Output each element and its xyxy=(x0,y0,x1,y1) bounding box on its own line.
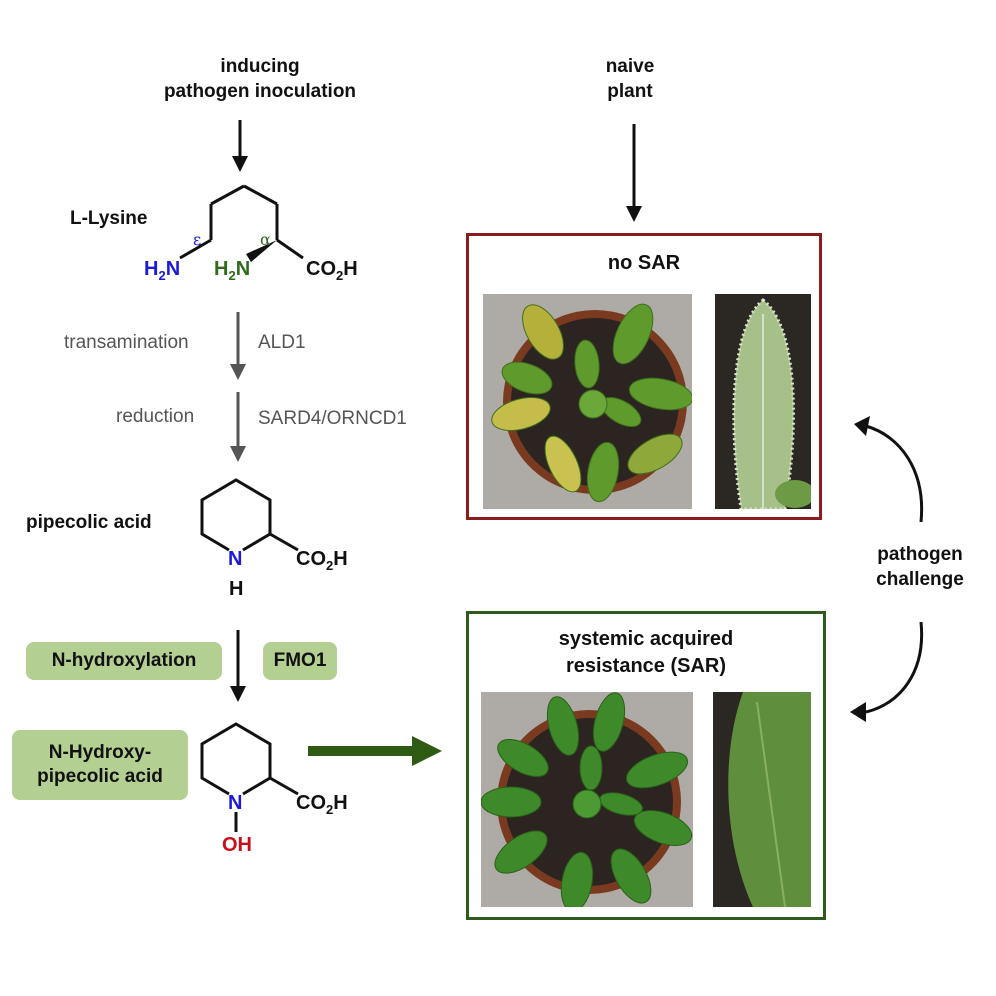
no-sar-leaf-photo xyxy=(715,294,811,509)
pipecolic-sub: 2 xyxy=(326,558,334,573)
down-arrow-icon xyxy=(232,120,248,172)
leaf-drawing xyxy=(715,294,811,509)
lysine-carboxyl-sub: 2 xyxy=(336,268,344,283)
pipecolic-n: N xyxy=(228,548,243,570)
header-inducing-line1: inducing xyxy=(220,56,300,77)
amine-alpha-sub: 2 xyxy=(228,268,236,283)
pipecolic-ring xyxy=(200,478,299,552)
sar-title-line2: resistance (SAR) xyxy=(565,655,727,677)
challenge-line2: challenge xyxy=(876,569,964,590)
amine-epsilon-n: N xyxy=(165,258,181,280)
sard4-label: SARD4/ORNCD1 xyxy=(258,408,407,429)
down-arrow-icon xyxy=(626,124,642,222)
alpha-label: α xyxy=(260,230,271,249)
header-naive: naive plant xyxy=(570,54,690,104)
amine-alpha-h: H xyxy=(214,258,229,280)
challenge-line1: pathogen xyxy=(877,544,963,565)
pipecolic-co: CO xyxy=(296,548,326,570)
header-inducing: inducing pathogen inoculation xyxy=(130,54,390,104)
lysine-carboxyl: CO2H xyxy=(306,258,358,283)
epsilon-label: ε xyxy=(193,230,202,249)
nhp-n: N xyxy=(228,792,243,814)
sar-leaf-photo xyxy=(713,692,811,907)
sar-title-line1: systemic acquired xyxy=(558,628,734,650)
sar-rosette-photo xyxy=(481,692,693,907)
sar-panel: systemic acquired resistance (SAR) xyxy=(466,611,826,920)
amine-epsilon-sub: 2 xyxy=(158,268,166,283)
no-sar-panel: no SAR xyxy=(466,233,822,520)
amine-epsilon: H2N xyxy=(144,258,180,283)
down-arrow-icon xyxy=(230,312,246,380)
lysine-name: L-Lysine xyxy=(70,208,148,229)
down-arrow-icon xyxy=(230,630,246,702)
nhp-pill: N-Hydroxy- pipecolic acid xyxy=(12,730,188,800)
pipecolic-name: pipecolic acid xyxy=(26,512,152,533)
rosette-drawing xyxy=(483,294,692,509)
lysine-carboxyl-h: H xyxy=(343,258,358,280)
fmo1-pill: FMO1 xyxy=(263,642,337,680)
down-arrow-icon xyxy=(230,392,246,462)
no-sar-title: no SAR xyxy=(607,252,681,274)
nhp-line1: N-Hydroxy- xyxy=(48,742,152,763)
nhp-sub: 2 xyxy=(326,802,334,817)
ald1-label: ALD1 xyxy=(258,332,306,353)
transamination-label: transamination xyxy=(64,332,189,353)
pipecolic-carboxyl: CO2H xyxy=(296,548,348,573)
lysine-structure xyxy=(179,184,304,260)
nhp-carboxyl: CO2H xyxy=(296,792,348,817)
lysine-carboxyl-main: CO xyxy=(306,258,336,280)
nhp-oh: OH xyxy=(222,834,252,856)
amine-alpha: H2N xyxy=(214,258,250,283)
curved-arrow-icon xyxy=(850,621,924,722)
nhp-ch: H xyxy=(333,792,348,814)
no-sar-rosette-photo xyxy=(483,294,692,509)
pathogen-challenge-label: pathogen challenge xyxy=(858,542,982,592)
reduction-label: reduction xyxy=(116,406,195,427)
right-arrow-icon xyxy=(308,736,442,766)
sar-title: systemic acquired resistance (SAR) xyxy=(469,626,823,680)
header-naive-line2: plant xyxy=(607,81,653,102)
nhp-ring xyxy=(200,722,299,832)
n-hydroxylation-pill: N-hydroxylation xyxy=(26,642,222,680)
curved-arrow-icon xyxy=(854,416,924,523)
header-inducing-line2: pathogen inoculation xyxy=(163,81,357,102)
nhp-co: CO xyxy=(296,792,326,814)
pipecolic-h: H xyxy=(229,578,244,600)
leaf-drawing xyxy=(713,692,811,907)
rosette-drawing xyxy=(481,692,693,907)
header-naive-line1: naive xyxy=(605,56,655,77)
amine-epsilon-h: H xyxy=(144,258,159,280)
amine-alpha-n: N xyxy=(235,258,251,280)
nhp-line2: pipecolic acid xyxy=(37,766,163,787)
pipecolic-ch: H xyxy=(333,548,348,570)
wedge-bond xyxy=(246,240,277,262)
